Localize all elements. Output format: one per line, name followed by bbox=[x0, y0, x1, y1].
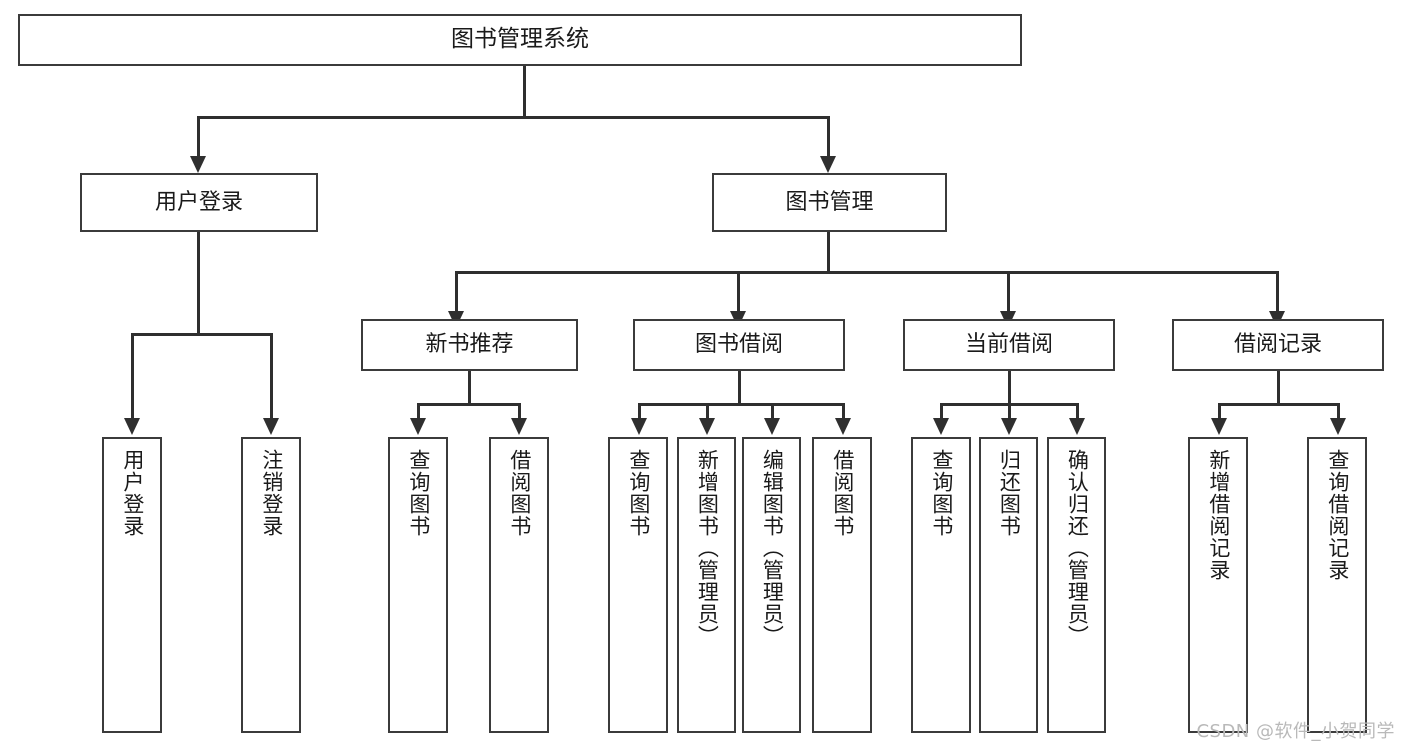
connector-new-book-recommend-stem bbox=[468, 371, 471, 404]
arrowhead-book-management bbox=[820, 156, 836, 173]
node-label: 查询图书 bbox=[929, 449, 954, 537]
node-leaf-logout[interactable]: 注销登录 bbox=[241, 437, 301, 733]
node-label: 借阅图书 bbox=[507, 449, 532, 537]
arrowhead-leaf-return-book bbox=[1001, 418, 1017, 435]
node-label: 查询图书 bbox=[626, 449, 651, 537]
arrowhead-leaf-query-record bbox=[1330, 418, 1346, 435]
connector-drop-leaf-edit-book bbox=[771, 403, 774, 420]
node-leaf-query-book-2[interactable]: 查询图书 bbox=[608, 437, 668, 733]
node-label: 新增借阅记录 bbox=[1206, 449, 1231, 581]
node-label: 注销登录 bbox=[259, 449, 284, 537]
connector-drop-leaf-add-record bbox=[1218, 403, 1221, 420]
arrowhead-leaf-borrow-book-2 bbox=[835, 418, 851, 435]
arrowhead-leaf-logout bbox=[263, 418, 279, 435]
node-leaf-borrow-book-1[interactable]: 借阅图书 bbox=[489, 437, 549, 733]
node-label: 借阅记录 bbox=[1233, 332, 1322, 358]
node-label: 当前借阅 bbox=[964, 332, 1053, 358]
connector-drop-new-book-recommend bbox=[455, 271, 458, 313]
arrowhead-leaf-query-book-3 bbox=[933, 418, 949, 435]
node-label: 新增图书（管理员） bbox=[695, 449, 720, 647]
node-label: 查询图书 bbox=[406, 449, 431, 537]
arrowhead-leaf-user-login bbox=[124, 418, 140, 435]
node-label: 用户登录 bbox=[120, 449, 145, 537]
connector-book-borrow-stem bbox=[738, 371, 741, 404]
node-leaf-add-record[interactable]: 新增借阅记录 bbox=[1188, 437, 1248, 733]
connector-user-login-stem bbox=[197, 232, 200, 334]
node-book-management[interactable]: 图书管理 bbox=[712, 173, 947, 232]
connector-drop-user-login bbox=[197, 116, 200, 158]
connector-new-book-recommend-bus bbox=[418, 403, 520, 406]
node-label: 图书管理系统 bbox=[451, 26, 589, 53]
connector-drop-book-borrow bbox=[737, 271, 740, 313]
arrowhead-leaf-query-book-2 bbox=[631, 418, 647, 435]
arrowhead-leaf-confirm-return bbox=[1069, 418, 1085, 435]
connector-drop-leaf-query-record bbox=[1337, 403, 1340, 420]
connector-drop-leaf-user-login bbox=[131, 333, 134, 420]
node-leaf-edit-book[interactable]: 编辑图书（管理员） bbox=[742, 437, 801, 733]
arrowhead-leaf-add-book bbox=[699, 418, 715, 435]
node-borrow-record[interactable]: 借阅记录 bbox=[1172, 319, 1384, 371]
node-root-system[interactable]: 图书管理系统 bbox=[18, 14, 1022, 66]
node-leaf-query-book-1[interactable]: 查询图书 bbox=[388, 437, 448, 733]
arrowhead-leaf-query-book-1 bbox=[410, 418, 426, 435]
connector-drop-leaf-query-book-2 bbox=[638, 403, 641, 420]
arrowhead-user-login bbox=[190, 156, 206, 173]
connector-drop-borrow-record bbox=[1276, 271, 1279, 313]
connector-drop-leaf-query-book-3 bbox=[940, 403, 943, 420]
node-leaf-add-book[interactable]: 新增图书（管理员） bbox=[677, 437, 736, 733]
watermark-text: CSDN @软件_小贺同学 bbox=[1196, 721, 1395, 742]
connector-drop-leaf-logout bbox=[270, 333, 273, 420]
connector-drop-leaf-borrow-book-1 bbox=[518, 403, 521, 420]
connector-borrow-record-bus bbox=[1219, 403, 1339, 406]
node-user-login[interactable]: 用户登录 bbox=[80, 173, 318, 232]
arrowhead-leaf-add-record bbox=[1211, 418, 1227, 435]
connector-drop-leaf-return-book bbox=[1008, 403, 1011, 420]
arrowhead-leaf-edit-book bbox=[764, 418, 780, 435]
node-label: 查询借阅记录 bbox=[1325, 449, 1350, 581]
connector-drop-leaf-borrow-book-2 bbox=[842, 403, 845, 420]
node-new-book-recommend[interactable]: 新书推荐 bbox=[361, 319, 578, 371]
node-label: 新书推荐 bbox=[425, 332, 514, 358]
node-label: 图书借阅 bbox=[694, 332, 783, 358]
node-leaf-return-book[interactable]: 归还图书 bbox=[979, 437, 1038, 733]
connector-drop-leaf-query-book-1 bbox=[417, 403, 420, 420]
arrowhead-leaf-borrow-book-1 bbox=[511, 418, 527, 435]
connector-drop-book-management bbox=[827, 116, 830, 158]
connector-drop-leaf-add-book bbox=[706, 403, 709, 420]
connector-root-stem bbox=[523, 66, 526, 117]
connector-level3-bus bbox=[456, 271, 1278, 274]
connector-borrow-record-stem bbox=[1277, 371, 1280, 404]
node-label: 确认归还（管理员） bbox=[1065, 449, 1090, 647]
connector-book-borrow-bus bbox=[639, 403, 844, 406]
node-label: 图书管理 bbox=[785, 189, 874, 215]
connector-drop-current-borrow bbox=[1007, 271, 1010, 313]
node-label: 借阅图书 bbox=[830, 449, 855, 537]
node-book-borrow[interactable]: 图书借阅 bbox=[633, 319, 845, 371]
node-label: 编辑图书（管理员） bbox=[760, 449, 785, 647]
node-current-borrow[interactable]: 当前借阅 bbox=[903, 319, 1115, 371]
connector-drop-leaf-confirm-return bbox=[1076, 403, 1079, 420]
connector-current-borrow-stem bbox=[1008, 371, 1011, 404]
node-leaf-borrow-book-2[interactable]: 借阅图书 bbox=[812, 437, 872, 733]
node-leaf-query-book-3[interactable]: 查询图书 bbox=[911, 437, 971, 733]
node-label: 用户登录 bbox=[154, 189, 243, 215]
connector-level2-bus bbox=[198, 116, 830, 119]
connector-user-login-bus bbox=[132, 333, 272, 336]
node-leaf-confirm-return[interactable]: 确认归还（管理员） bbox=[1047, 437, 1106, 733]
node-leaf-query-record[interactable]: 查询借阅记录 bbox=[1307, 437, 1367, 733]
connector-book-management-stem bbox=[827, 232, 830, 273]
node-label: 归还图书 bbox=[997, 449, 1022, 537]
node-leaf-user-login[interactable]: 用户登录 bbox=[102, 437, 162, 733]
